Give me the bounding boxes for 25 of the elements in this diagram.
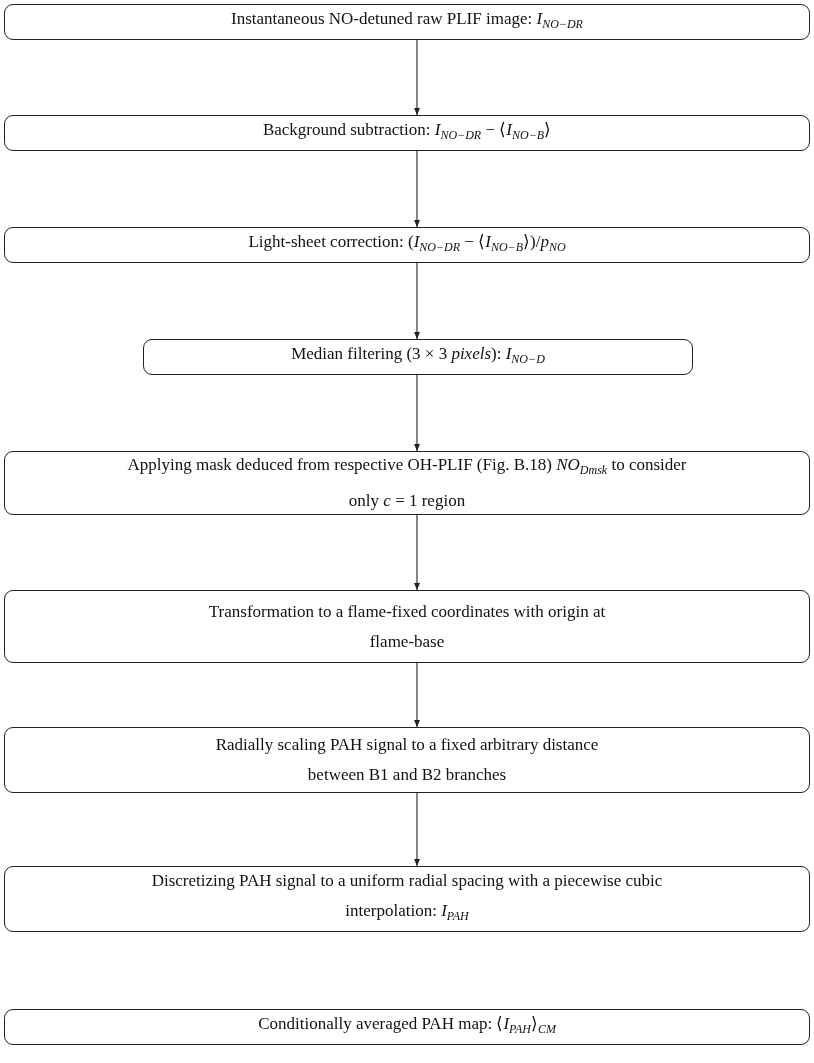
- step-text: Light-sheet correction: (I$_{NO−DR}$ − ⟨I$_{NO−B}$⟩)/p$_{NO}$: [248, 231, 566, 257]
- process-box: [4, 4, 810, 40]
- step-text: Background subtraction: I$_{NO−DR}$ − ⟨I$_{NO−B}$⟩: [262, 119, 552, 145]
- process-box: [4, 590, 810, 663]
- process-box: [4, 451, 810, 515]
- step-text: Median filtering (3 × 3 pixels): I$_{NO−D}$: [291, 343, 545, 369]
- step-text: Applying mask deduced from respective OH-PLIF (Fig. B.18) NO$_{Dmsk}$ to consider only c = 1 region: [127, 454, 687, 512]
- process-box: [4, 115, 810, 151]
- arrow: [414, 150, 420, 228]
- arrow: [414, 514, 420, 591]
- step-text: Transformation to a flame-fixed coordinates with origin at flame-base: [207, 600, 607, 653]
- process-box: [4, 866, 810, 932]
- process-box: [4, 1009, 810, 1045]
- process-box: [143, 339, 693, 375]
- arrow: [414, 374, 420, 452]
- process-box: [4, 227, 810, 263]
- step-text: Instantaneous NO-detuned raw PLIF image: I$_{NO−DR}$: [231, 8, 583, 34]
- arrow: [414, 39, 420, 116]
- process-box: [4, 727, 810, 793]
- arrow: [414, 262, 420, 340]
- arrow: [414, 792, 420, 867]
- step-text: Discretizing PAH signal to a uniform radial spacing with a piecewise cubic interpolation: I$_{PAH}$: [150, 870, 664, 926]
- step-text: Conditionally averaged PAH map: ⟨I$_{PAH}$⟩$_{CM}$: [258, 1013, 556, 1039]
- step-text: Radially scaling PAH signal to a fixed arbitrary distance between B1 and B2 branches: [214, 734, 600, 786]
- arrow: [414, 662, 420, 728]
